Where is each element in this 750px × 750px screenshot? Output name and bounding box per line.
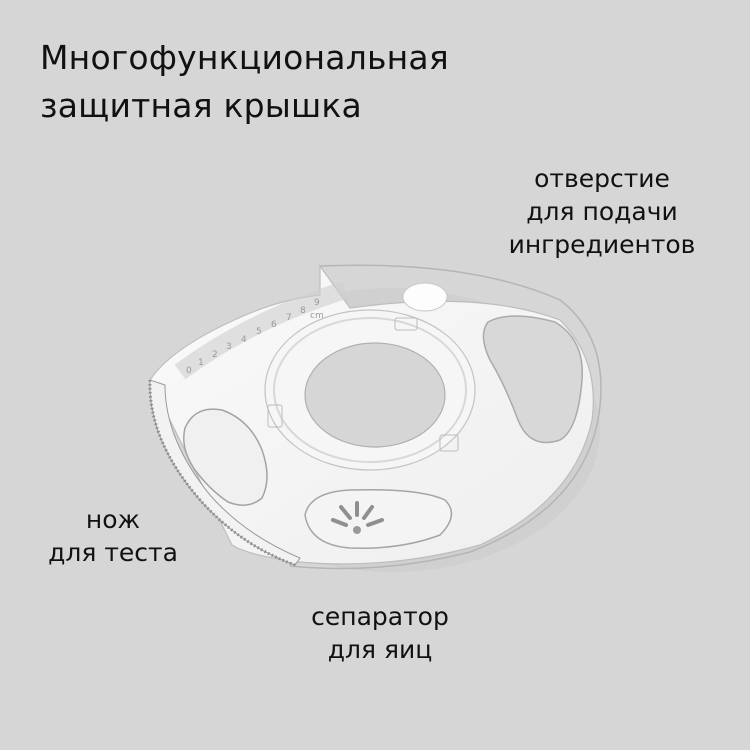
ring-clip (439, 434, 459, 452)
svg-text:3: 3 (226, 342, 232, 352)
separator-slots (331, 501, 384, 527)
knife-grip-pad (183, 408, 268, 506)
ruler-ticks: 0 1 2 3 4 5 6 7 8 9 cm (186, 298, 324, 376)
svg-text:0: 0 (186, 366, 192, 376)
callout-feed-line-2: для подачи (526, 197, 678, 226)
title-line-2: защитная крышка (40, 86, 362, 125)
lid-rim (289, 264, 602, 570)
title-line-1: Многофункциональная (40, 38, 449, 77)
center-opening (304, 342, 446, 448)
callout-sep-line-1: сепаратор (311, 602, 449, 631)
svg-text:9: 9 (314, 298, 320, 308)
svg-text:cm: cm (310, 311, 324, 321)
lid-knob (402, 282, 448, 312)
egg-separator (304, 488, 453, 549)
callout-knife-line-2: для теста (48, 538, 178, 567)
callout-feed-line-1: отверстие (534, 164, 670, 193)
ruler (174, 281, 348, 380)
callout-knife-line-1: нож (85, 505, 141, 534)
ring-clip (267, 404, 283, 428)
svg-text:5: 5 (256, 327, 262, 337)
feed-opening (482, 315, 584, 444)
svg-text:1: 1 (198, 358, 204, 368)
ring-clip (394, 317, 418, 331)
serrated-edge (148, 379, 296, 567)
callout-feed-opening: отверстие для подачи ингредиентов (472, 162, 732, 261)
callout-dough-knife: нож для теста (18, 503, 208, 569)
product-title: Многофункциональная защитная крышка (40, 34, 449, 130)
callout-egg-separator: сепаратор для яиц (270, 600, 490, 666)
svg-text:8: 8 (300, 306, 306, 316)
svg-text:2: 2 (212, 350, 218, 360)
svg-text:7: 7 (286, 313, 292, 323)
dough-knife-blade (149, 379, 301, 566)
svg-text:6: 6 (271, 320, 277, 330)
callout-feed-line-3: ингредиентов (508, 230, 696, 259)
callout-sep-line-2: для яиц (327, 635, 433, 664)
svg-text:4: 4 (241, 335, 247, 345)
